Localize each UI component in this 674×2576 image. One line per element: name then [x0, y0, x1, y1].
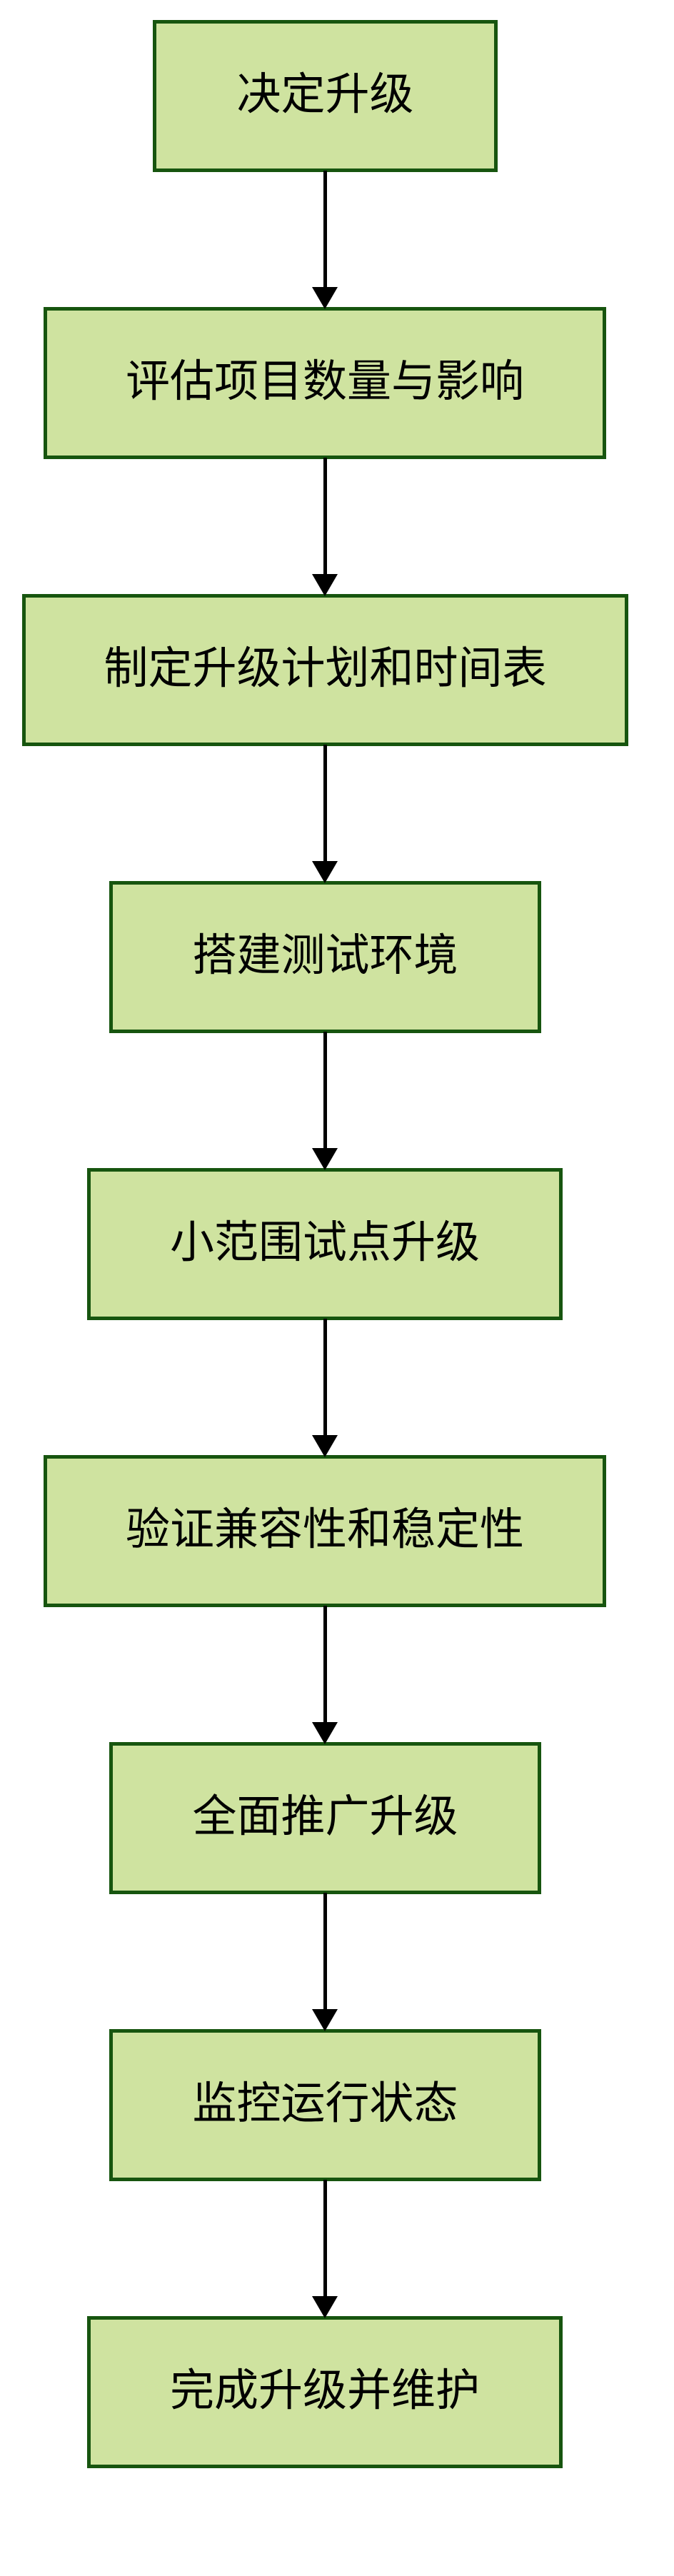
flow-node-5: 小范围试点升级	[87, 1168, 563, 1320]
flow-node-1: 决定升级	[153, 20, 498, 172]
arrowhead-down-icon	[312, 574, 338, 596]
arrowhead-down-icon	[312, 2296, 338, 2318]
arrowhead-down-icon	[312, 1435, 338, 1457]
arrow-line	[323, 1032, 327, 1150]
flow-node-6: 验证兼容性和稳定性	[44, 1455, 606, 1607]
flow-node-9: 完成升级并维护	[87, 2316, 563, 2468]
node-label: 搭建测试环境	[192, 930, 458, 980]
arrow-line	[323, 458, 327, 576]
node-label: 全面推广升级	[192, 1791, 458, 1841]
flow-node-8: 监控运行状态	[109, 2029, 541, 2181]
arrowhead-down-icon	[312, 287, 338, 309]
arrow-line	[323, 2180, 327, 2298]
arrow-line	[323, 171, 327, 289]
arrowhead-down-icon	[312, 2009, 338, 2031]
node-label: 完成升级并维护	[169, 2365, 480, 2415]
flow-node-2: 评估项目数量与影响	[44, 307, 606, 459]
flow-node-3: 制定升级计划和时间表	[22, 594, 628, 746]
node-label: 小范围试点升级	[169, 1217, 480, 1267]
arrowhead-down-icon	[312, 861, 338, 883]
arrow-line	[323, 1893, 327, 2011]
node-label: 决定升级	[236, 69, 414, 119]
arrow-line	[323, 1606, 327, 1724]
node-label: 制定升级计划和时间表	[104, 643, 547, 693]
flow-node-4: 搭建测试环境	[109, 881, 541, 1033]
arrowhead-down-icon	[312, 1722, 338, 1744]
node-label: 监控运行状态	[192, 2078, 458, 2128]
arrowhead-down-icon	[312, 1148, 338, 1170]
node-label: 验证兼容性和稳定性	[125, 1504, 524, 1554]
node-label: 评估项目数量与影响	[125, 356, 524, 406]
arrow-line	[323, 745, 327, 863]
arrow-line	[323, 1319, 327, 1437]
flow-node-7: 全面推广升级	[109, 1742, 541, 1894]
